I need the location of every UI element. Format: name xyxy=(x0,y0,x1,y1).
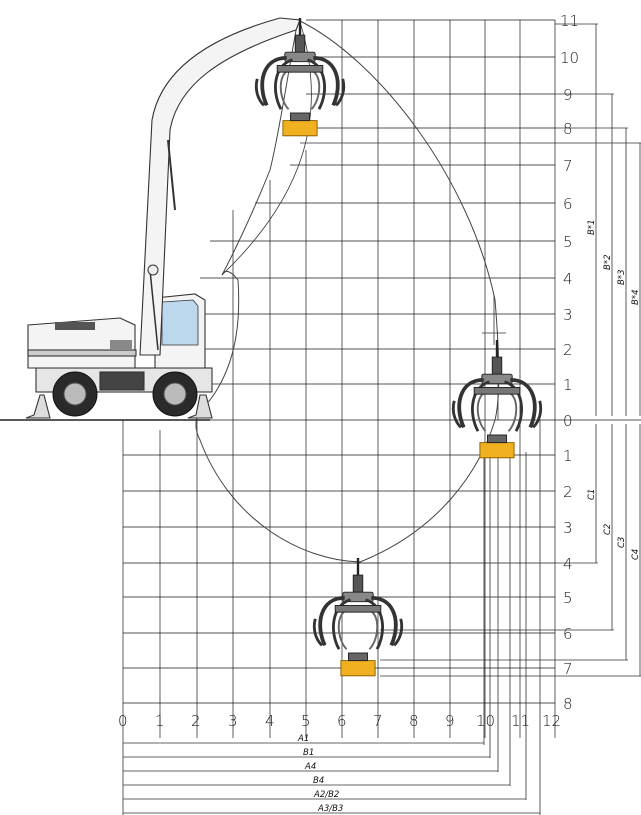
dimension-label: C2 xyxy=(603,524,613,535)
height-label: 0 xyxy=(563,412,573,430)
reach-label: 9 xyxy=(445,712,455,730)
reach-label: 2 xyxy=(191,712,201,730)
dimension-label: B4 xyxy=(313,776,324,786)
grapple-bottom xyxy=(312,556,404,678)
height-label: 9 xyxy=(563,86,573,104)
height-label: 2 xyxy=(563,341,573,359)
working-envelope-curve xyxy=(195,19,500,563)
height-label: 3 xyxy=(563,306,573,324)
reach-label: 4 xyxy=(265,712,275,730)
dimension-label: B1 xyxy=(303,748,314,758)
reach-label: 10 xyxy=(476,712,495,730)
height-label: 4 xyxy=(563,270,573,288)
height-label: 6 xyxy=(563,195,573,213)
dimension-label: C1 xyxy=(587,489,597,500)
depth-label: 8 xyxy=(563,695,573,713)
reach-label: 6 xyxy=(337,712,347,730)
dimension-label: B*2 xyxy=(603,255,613,271)
dimension-label: A4 xyxy=(304,762,316,772)
depth-label: 3 xyxy=(563,519,573,537)
height-label: 8 xyxy=(563,120,573,138)
reach-label: 1 xyxy=(155,712,165,730)
depth-label: 2 xyxy=(563,483,573,501)
depth-label: 6 xyxy=(563,625,573,643)
reach-label: 0 xyxy=(118,712,128,730)
dimension-label: A3/B3 xyxy=(317,804,343,814)
dimension-label: B*1 xyxy=(587,220,597,236)
reach-label: 11 xyxy=(511,712,530,730)
reach-label: 12 xyxy=(542,712,561,730)
dimension-label: C3 xyxy=(617,537,627,548)
reach-label: 3 xyxy=(228,712,238,730)
depth-label: 7 xyxy=(563,660,573,678)
reach-label: 8 xyxy=(409,712,419,730)
dimension-label: A1 xyxy=(297,734,309,744)
depth-label: 1 xyxy=(563,447,573,465)
height-label: 1 xyxy=(563,376,573,394)
grapple-middle xyxy=(451,338,543,460)
reach-label: 7 xyxy=(373,712,383,730)
height-label: 7 xyxy=(563,157,573,175)
height-label: 5 xyxy=(563,233,573,251)
dimension-label: B*4 xyxy=(631,290,641,306)
height-label: 11 xyxy=(560,12,579,30)
height-scale: 11 10 9 8 7 6 5 4 3 2 1 0 xyxy=(560,12,579,430)
height-label: 10 xyxy=(560,49,579,67)
material-handler-machine xyxy=(25,17,301,419)
reach-label: 5 xyxy=(301,712,311,730)
dimension-label: B*3 xyxy=(617,270,627,286)
depth-label: 4 xyxy=(563,555,573,573)
reach-dimensions: A1 B1 A4 B4 A2/B2 A3/B3 xyxy=(122,420,541,815)
dimension-label: A2/B2 xyxy=(313,790,339,800)
dimension-label: C4 xyxy=(631,549,641,560)
depth-label: 5 xyxy=(563,589,573,607)
height-dimensions: B*1 B*2 B*3 B*4 xyxy=(300,23,641,416)
reach-scale: 0 1 2 3 4 5 6 7 8 9 10 11 12 xyxy=(118,712,561,730)
depth-dimensions: C1 C2 C3 C4 xyxy=(380,424,641,677)
depth-scale: 1 2 3 4 5 6 7 8 xyxy=(563,447,573,713)
